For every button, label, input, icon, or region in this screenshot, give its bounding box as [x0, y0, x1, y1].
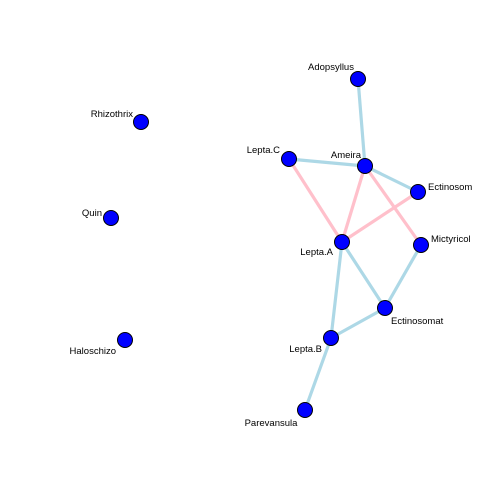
node-lepta_a [334, 234, 350, 250]
edges-layer [287, 77, 423, 412]
node-ameira [357, 158, 373, 174]
node-label-ameira: Ameira [331, 150, 362, 161]
node-label-rhizothrix: Rhizothrix [91, 109, 133, 120]
node-rhizothrix [133, 114, 149, 130]
edge-ameira-ectinosom1 [363, 164, 420, 194]
node-label-adopsyllus: Adopsyllus [308, 62, 354, 73]
edge-lepta_a-lepta_b [329, 240, 344, 340]
edge-ectinosom1-lepta_a [340, 190, 420, 244]
node-label-lepta_a: Lepta.A [300, 247, 333, 258]
node-label-lepta_c: Lepta.C [247, 145, 280, 156]
node-label-lepta_b: Lepta.B [289, 344, 322, 355]
node-lepta_b [323, 330, 339, 346]
node-label-quin: Quin [82, 208, 102, 219]
edge-ameira-mictyricol [363, 164, 423, 247]
node-label-mictyricol: Mictyricol [431, 234, 471, 245]
node-label-parevansula: Parevansula [245, 418, 299, 429]
node-label-ectinosom1: Ectinosom [428, 182, 472, 193]
node-lepta_c [281, 151, 297, 167]
node-parevansula [297, 402, 313, 418]
node-ectinosom1 [410, 184, 426, 200]
edge-lepta_b-parevansula [303, 336, 333, 412]
node-mictyricol [413, 237, 429, 253]
node-haloschizo [117, 332, 133, 348]
edge-lepta_c-ameira [287, 157, 367, 168]
edge-ameira-lepta_a [340, 164, 367, 244]
node-quin [103, 210, 119, 226]
edge-ectinosomat-lepta_b [329, 306, 387, 340]
node-ectinosomat [377, 300, 393, 316]
edge-adopsyllus-ameira [356, 77, 367, 168]
node-label-haloschizo: Haloschizo [70, 346, 116, 357]
node-label-ectinosomat: Ectinosomat [391, 316, 444, 327]
edge-mictyricol-ectinosomat [383, 243, 423, 310]
edge-lepta_c-lepta_a [287, 157, 344, 244]
edge-lepta_a-ectinosomat [340, 240, 387, 310]
node-adopsyllus [350, 71, 366, 87]
nodes-layer [103, 71, 429, 418]
